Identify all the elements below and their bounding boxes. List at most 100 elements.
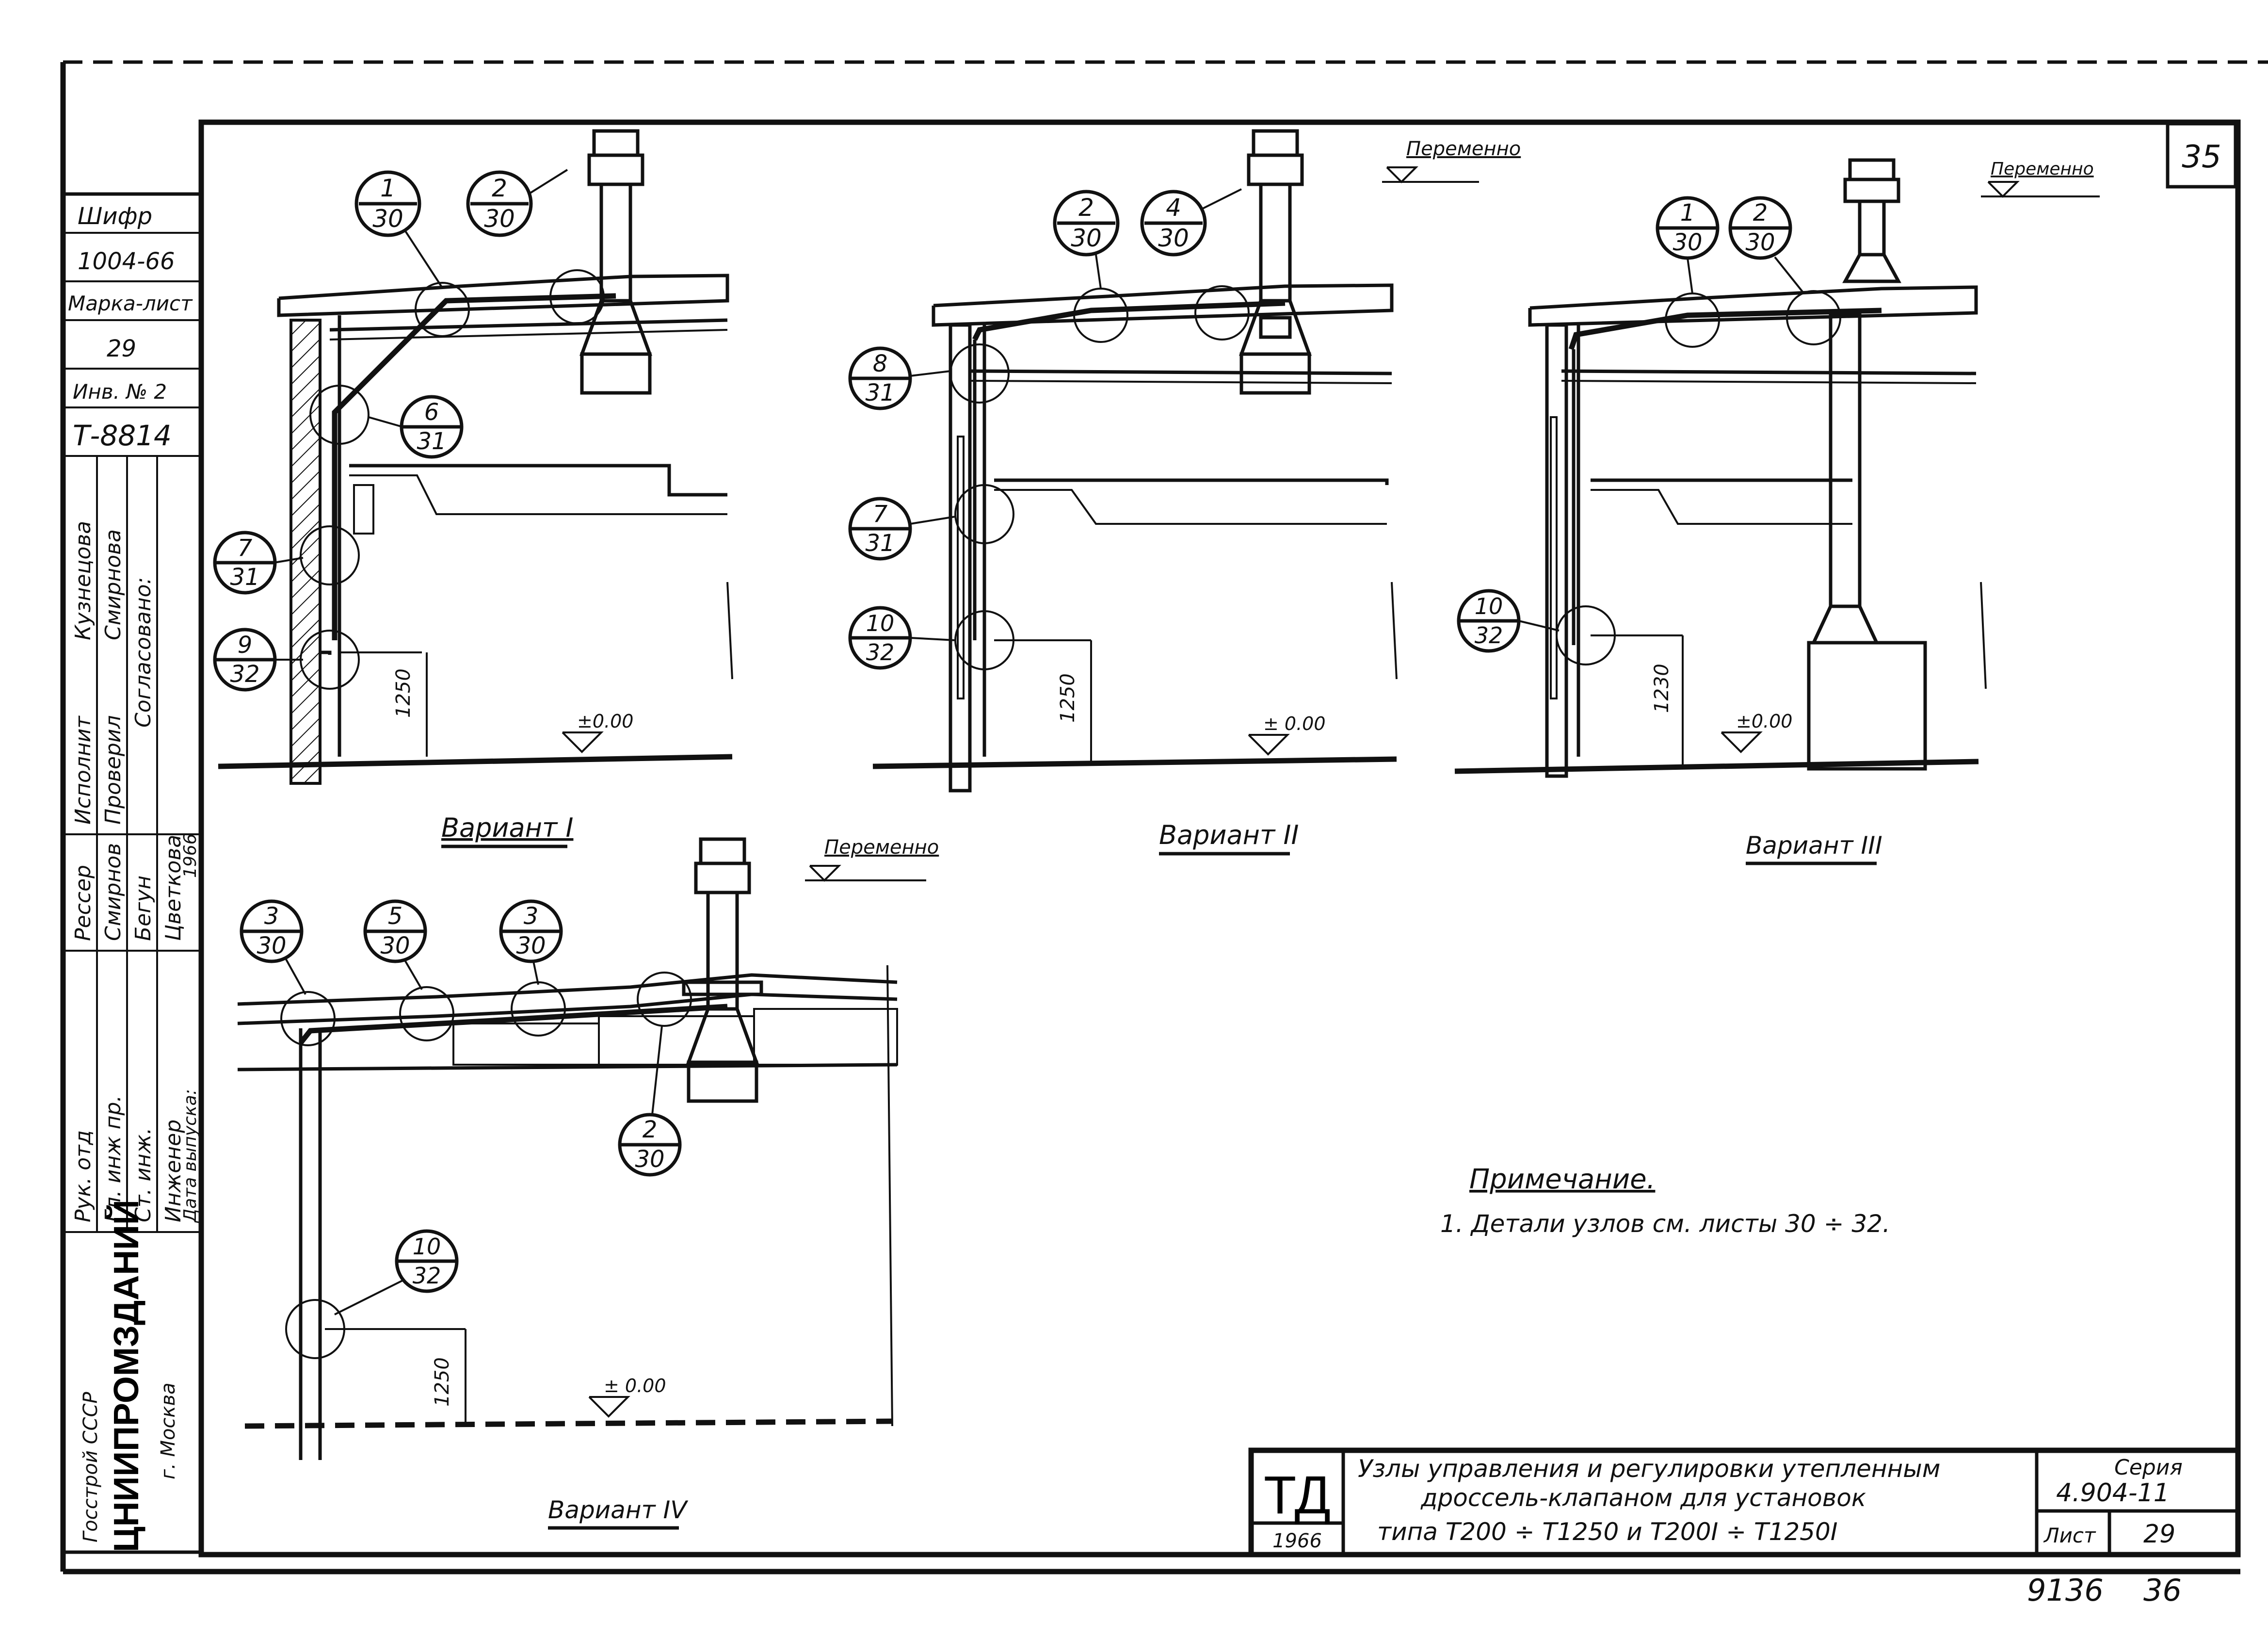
variant-4-note: Переменно bbox=[824, 836, 939, 859]
svg-text:3: 3 bbox=[524, 903, 539, 930]
variant-1-dim: 1250 bbox=[392, 668, 415, 718]
svg-text:6: 6 bbox=[424, 399, 439, 426]
variant-1-callout-2-30: 2 30 bbox=[466, 170, 533, 237]
svg-text:30: 30 bbox=[1158, 224, 1189, 252]
title-line3: типа Т200 ÷ Т1250 и Т200I ÷ Т1250I bbox=[1377, 1518, 1838, 1546]
svg-text:7: 7 bbox=[238, 535, 253, 562]
svg-text:7: 7 bbox=[873, 501, 888, 528]
svg-text:31: 31 bbox=[865, 530, 895, 557]
svg-text:10: 10 bbox=[413, 1233, 441, 1260]
org-line2: ЦНИИПРОМЗДАНИЙ bbox=[106, 1200, 146, 1552]
org-line3: г. Москва bbox=[157, 1382, 179, 1479]
mark-value: 29 bbox=[107, 335, 136, 362]
svg-text:30: 30 bbox=[516, 932, 546, 959]
variant-1-callout-7-31: 7 31 bbox=[213, 531, 277, 595]
variant-2-title: Вариант II bbox=[1159, 820, 1299, 850]
variant-4-callout-2-30: 2 30 bbox=[618, 1113, 682, 1177]
stamp-row-4: Гл. инж пр. bbox=[101, 1095, 126, 1222]
stamp-row-7-name: 1966 bbox=[180, 833, 200, 878]
stamp-row-0: Исполнит bbox=[71, 715, 96, 825]
svg-text:30: 30 bbox=[257, 932, 286, 959]
variant-3-callout-10-32: 10 32 bbox=[1457, 589, 1521, 653]
svg-text:9: 9 bbox=[238, 632, 253, 659]
side-stamp: Шифр 1004-66 Марка-лист 29 Инв. № 2 Т-88… bbox=[61, 192, 203, 1554]
variant-2-callout-2-30: 2 30 bbox=[1053, 190, 1120, 257]
variant-4-drawing: 1250 ± 0.00 Переменно Вариант IV bbox=[237, 836, 939, 1530]
variant-4-callout-10-32: 10 32 bbox=[395, 1229, 459, 1293]
cipher-label: Шифр bbox=[78, 203, 152, 230]
svg-text:31: 31 bbox=[417, 428, 446, 455]
svg-text:10: 10 bbox=[866, 610, 895, 636]
sheet-number: 35 bbox=[2182, 139, 2221, 175]
stamp-row-5: Ст. инж. bbox=[131, 1128, 156, 1222]
svg-text:32: 32 bbox=[413, 1263, 441, 1289]
cipher-value: 1004-66 bbox=[78, 248, 175, 275]
series-label: Серия bbox=[2114, 1455, 2183, 1480]
variant-1-title: Вариант I bbox=[441, 812, 573, 843]
svg-text:10: 10 bbox=[1475, 593, 1503, 619]
variant-1-drawing: 1250 ±0.00 Вариант I bbox=[218, 131, 733, 848]
svg-text:30: 30 bbox=[1071, 224, 1102, 252]
svg-text:30: 30 bbox=[484, 205, 515, 233]
variant-3-dim: 1230 bbox=[1651, 664, 1673, 713]
variant-4-dim: 1250 bbox=[431, 1357, 453, 1407]
svg-text:2: 2 bbox=[643, 1116, 658, 1143]
sheet-number-box bbox=[2166, 122, 2237, 189]
svg-text:1: 1 bbox=[1680, 199, 1695, 227]
variant-1-callout-6-31: 6 31 bbox=[400, 395, 464, 459]
title-logo: ТД bbox=[1264, 1465, 1331, 1525]
stamp-row-2: Согласовано: bbox=[131, 577, 156, 728]
stamp-row-1-name: Смирнова bbox=[101, 529, 126, 640]
svg-text:1: 1 bbox=[380, 174, 396, 202]
svg-text:4: 4 bbox=[1166, 194, 1181, 222]
variant-4-callout-5-30: 5 30 bbox=[363, 899, 427, 963]
variant-2-level: ± 0.00 bbox=[1263, 713, 1326, 734]
inv-value: Т-8814 bbox=[73, 419, 172, 452]
variant-4-callout-3-30-right: 3 30 bbox=[499, 899, 563, 963]
title-year: 1966 bbox=[1272, 1530, 1322, 1552]
variant-3-level: ±0.00 bbox=[1736, 711, 1792, 732]
variant-2-callout-8-31: 8 31 bbox=[848, 346, 912, 410]
variant-3-drawing: 1230 ±0.00 Переменно Вариант III bbox=[1454, 158, 2100, 865]
sheet-value: 29 bbox=[2143, 1520, 2175, 1549]
title-line2: дроссель-клапаном для установок bbox=[1420, 1484, 1866, 1512]
svg-text:31: 31 bbox=[865, 379, 895, 406]
svg-text:30: 30 bbox=[1673, 229, 1702, 256]
series-value: 4.904-11 bbox=[2056, 1478, 2170, 1508]
svg-text:31: 31 bbox=[230, 564, 259, 591]
svg-text:5: 5 bbox=[388, 903, 403, 930]
stamp-row-5-name: Бегун bbox=[131, 876, 156, 941]
inv-label: Инв. № 2 bbox=[73, 380, 167, 404]
variant-1-callout-9-32: 9 32 bbox=[213, 628, 277, 692]
stamp-row-6: Инженер bbox=[161, 1120, 186, 1222]
mark-label: Марка-лист bbox=[68, 292, 193, 315]
variant-3-note: Переменно bbox=[1991, 159, 2094, 179]
svg-text:30: 30 bbox=[635, 1146, 664, 1173]
variant-4-title: Вариант IV bbox=[548, 1496, 689, 1524]
svg-text:2: 2 bbox=[492, 174, 507, 202]
svg-text:2: 2 bbox=[1078, 194, 1094, 222]
stamp-row-1: Проверил bbox=[101, 715, 126, 825]
stamp-row-3-name: Рессер bbox=[71, 865, 96, 941]
svg-text:32: 32 bbox=[866, 639, 895, 665]
variant-2-callout-10-32: 10 32 bbox=[848, 606, 912, 670]
sheet-label: Лист bbox=[2043, 1524, 2096, 1547]
variant-4-callout-3-30-left: 3 30 bbox=[240, 899, 304, 963]
svg-text:32: 32 bbox=[230, 661, 259, 688]
variant-3-callout-1-30: 1 30 bbox=[1656, 196, 1720, 260]
variant-3-title: Вариант III bbox=[1746, 831, 1882, 860]
svg-text:30: 30 bbox=[380, 932, 410, 959]
variant-3-callout-2-30: 2 30 bbox=[1728, 196, 1792, 260]
variant-1-callout-1-30: 1 30 bbox=[354, 170, 421, 237]
variant-2-callout-7-31: 7 31 bbox=[848, 497, 912, 561]
svg-text:8: 8 bbox=[873, 350, 888, 377]
svg-text:30: 30 bbox=[372, 205, 403, 233]
note-title: Примечание. bbox=[1469, 1164, 1655, 1195]
variant-1-level: ±0.00 bbox=[577, 711, 633, 732]
svg-text:30: 30 bbox=[1745, 229, 1775, 256]
variant-2-callout-4-30: 4 30 bbox=[1140, 190, 1207, 257]
variant-2-drawing: 1250 ± 0.00 Переменно Вариант II bbox=[872, 131, 1521, 856]
org-line1: Госстрой СССР bbox=[80, 1392, 102, 1542]
svg-text:2: 2 bbox=[1753, 199, 1768, 227]
